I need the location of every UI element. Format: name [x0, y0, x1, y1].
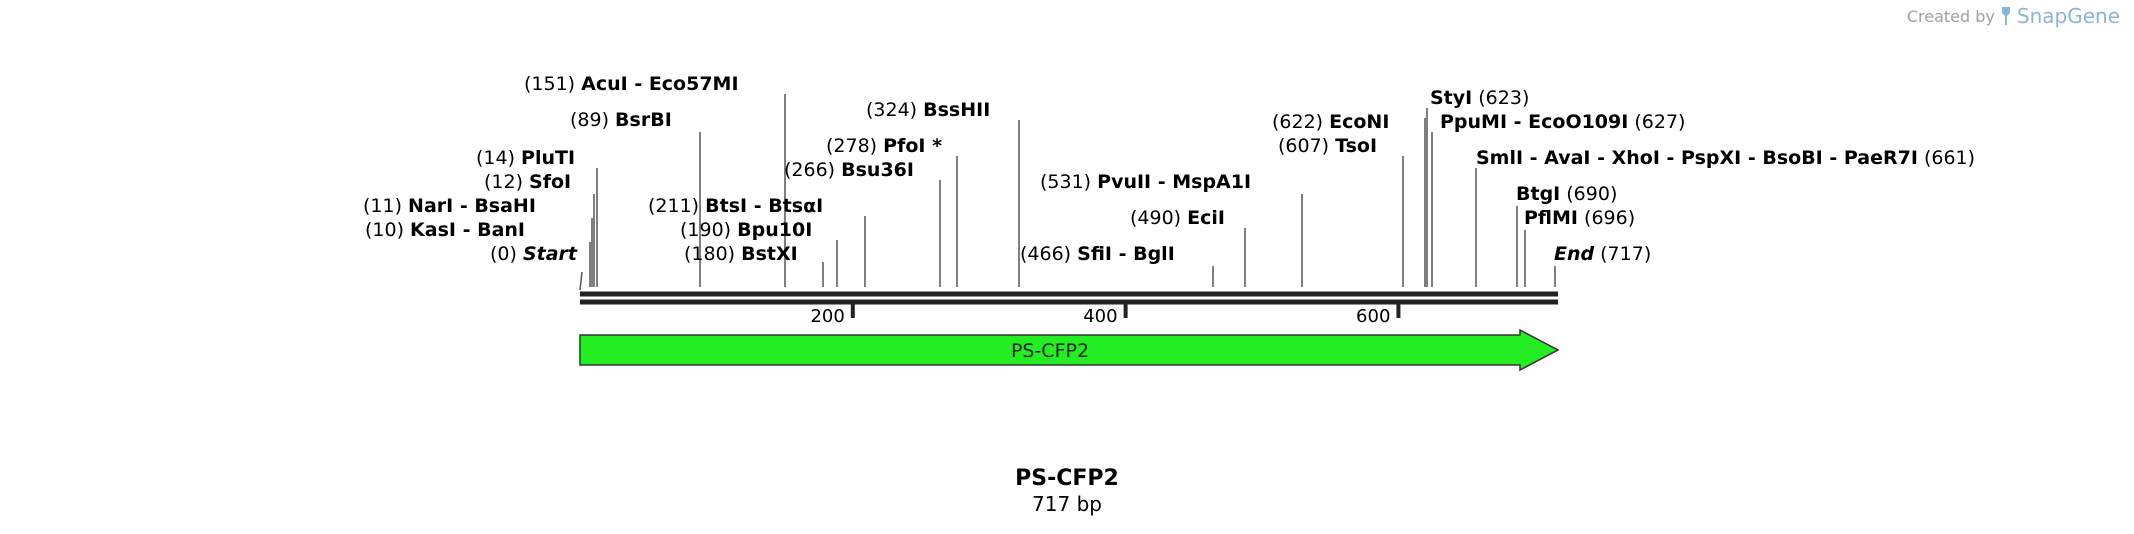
site-enzymes: Start	[523, 243, 578, 265]
ruler-ticks: 200 400 600	[810, 304, 1401, 327]
site-position: (11)	[363, 195, 408, 217]
site-lines	[579, 94, 1556, 291]
site-label[interactable]: (10) KasI - BanI	[365, 219, 525, 241]
sequence-name: PS-CFP2	[1015, 466, 1119, 491]
site-position: (531)	[1040, 171, 1097, 193]
site-label[interactable]: (89) BsrBI	[570, 109, 672, 131]
site-position: (278)	[826, 135, 883, 157]
site-enzymes: Bsu36I	[841, 159, 914, 181]
site-position: (180)	[684, 243, 741, 265]
ruler-tick-label: 200	[810, 306, 844, 327]
site-label[interactable]: (11) NarI - BsaHI	[363, 195, 536, 217]
site-position: (211)	[648, 195, 705, 217]
site-label[interactable]: (190) Bpu10I	[680, 219, 812, 241]
site-position: (490)	[1130, 207, 1187, 229]
site-enzymes: EciI	[1187, 207, 1225, 229]
site-label[interactable]: (466) SfiI - BglI	[1020, 243, 1175, 265]
site-enzymes: SfiI - BglI	[1077, 243, 1175, 265]
site-position: (14)	[476, 147, 521, 169]
site-position: (607)	[1278, 135, 1335, 157]
site-enzymes: BtsI - BtsαI	[705, 195, 823, 217]
site-enzymes: AcuI - Eco57MI	[581, 73, 738, 95]
site-position: (717)	[1594, 243, 1651, 265]
feature-arrow[interactable]	[579, 328, 1560, 372]
site-enzymes: KasI - BanI	[410, 219, 525, 241]
site-position: (0)	[490, 243, 523, 265]
site-position: (12)	[484, 171, 529, 193]
snapgene-watermark: Created by SnapGene	[1907, 4, 2120, 28]
snapgene-logo-icon	[2001, 7, 2010, 25]
site-enzymes: Bpu10I	[737, 219, 812, 241]
site-label[interactable]: (278) PfoI *	[826, 135, 942, 157]
site-label[interactable]: (12) SfoI	[484, 171, 571, 193]
site-enzymes: BsrBI	[615, 109, 672, 131]
site-label[interactable]: (607) TsoI	[1278, 135, 1377, 157]
site-label[interactable]: StyI (623)	[1430, 87, 1529, 109]
site-label[interactable]: (180) BstXI	[684, 243, 798, 265]
site-position: (89)	[570, 109, 615, 131]
site-enzymes: TsoI	[1335, 135, 1377, 157]
site-position: (661)	[1918, 147, 1975, 169]
site-label[interactable]: (151) AcuI - Eco57MI	[524, 73, 739, 95]
site-enzymes: PluTI	[521, 147, 575, 169]
backbone	[580, 291, 1558, 305]
site-labels: (0) Start(10) KasI - BanI(11) NarI - Bsa…	[363, 73, 1975, 265]
site-label[interactable]: (490) EciI	[1130, 207, 1225, 229]
site-label[interactable]: PflMI (696)	[1524, 207, 1635, 229]
site-line	[579, 271, 583, 291]
site-position: (266)	[784, 159, 841, 181]
site-label[interactable]: (14) PluTI	[476, 147, 575, 169]
site-position: (627)	[1628, 111, 1685, 133]
site-position: (10)	[365, 219, 410, 241]
feature-track[interactable]: PS-CFP2	[579, 328, 1560, 372]
site-position: (622)	[1272, 111, 1329, 133]
site-enzymes: PpuMI - EcoO109I	[1440, 111, 1628, 133]
site-enzymes: BssHII	[923, 99, 990, 121]
site-enzymes: SmlI - AvaI - XhoI - PspXI - BsoBI - Pae…	[1476, 147, 1918, 169]
ruler-tick-label: 400	[1083, 306, 1117, 327]
site-enzymes: SfoI	[529, 171, 571, 193]
site-label[interactable]: (324) BssHII	[866, 99, 990, 121]
site-enzymes: StyI	[1430, 87, 1472, 109]
ruler-tick-label: 600	[1356, 306, 1390, 327]
site-label[interactable]: BtgI (690)	[1516, 183, 1617, 205]
site-label[interactable]: (0) Start	[490, 243, 578, 265]
site-label[interactable]: PpuMI - EcoO109I (627)	[1440, 111, 1685, 133]
site-label[interactable]: (531) PvuII - MspA1I	[1040, 171, 1251, 193]
watermark-prefix: Created by	[1906, 6, 1995, 26]
site-enzymes: NarI - BsaHI	[408, 195, 536, 217]
site-position: (466)	[1020, 243, 1077, 265]
site-enzymes: End	[1554, 243, 1595, 265]
site-enzymes: PflMI	[1524, 207, 1578, 229]
site-position: (696)	[1578, 207, 1635, 229]
site-enzymes: BtgI	[1516, 183, 1560, 205]
site-position: (623)	[1472, 87, 1529, 109]
site-label[interactable]: SmlI - AvaI - XhoI - PspXI - BsoBI - Pae…	[1476, 147, 1975, 169]
watermark-brand: SnapGene	[2016, 4, 2120, 28]
site-enzymes: EcoNI	[1329, 111, 1389, 133]
site-label[interactable]: (266) Bsu36I	[784, 159, 914, 181]
site-enzymes: PvuII - MspA1I	[1097, 171, 1251, 193]
site-label[interactable]: End (717)	[1554, 243, 1651, 265]
feature-label: PS-CFP2	[1011, 340, 1089, 362]
site-position: (324)	[866, 99, 923, 121]
sequence-length: 717 bp	[1032, 492, 1102, 516]
site-label[interactable]: (211) BtsI - BtsαI	[648, 195, 823, 217]
site-enzymes: BstXI	[741, 243, 798, 265]
site-position: (151)	[524, 73, 581, 95]
site-position: (690)	[1560, 183, 1617, 205]
site-enzymes: PfoI *	[883, 135, 942, 157]
site-label[interactable]: (622) EcoNI	[1272, 111, 1389, 133]
site-position: (190)	[680, 219, 737, 241]
